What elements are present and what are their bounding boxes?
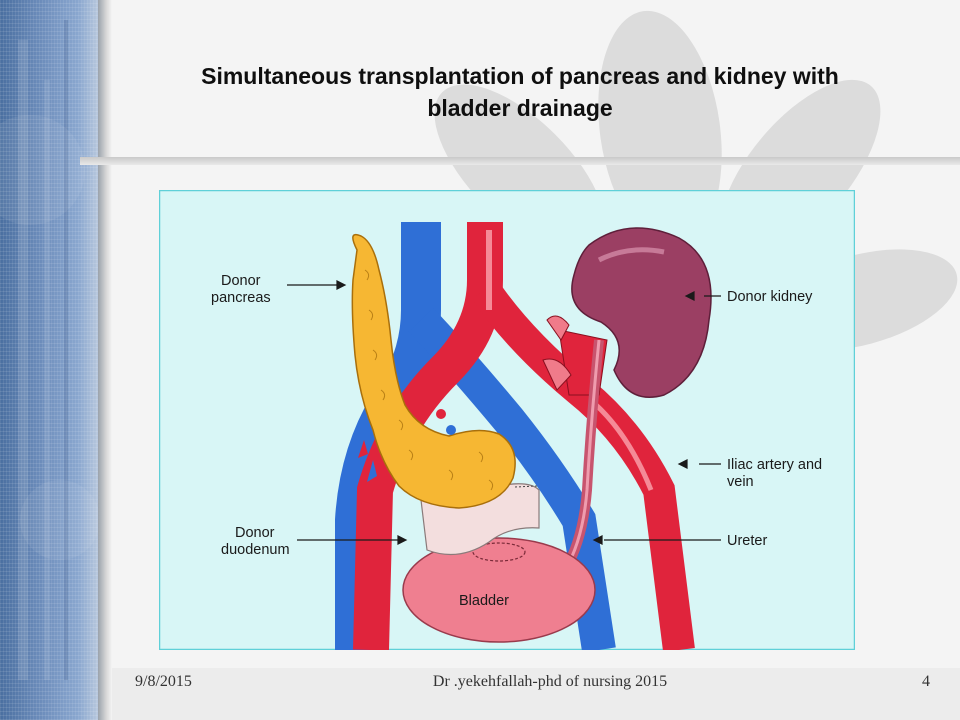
slide-title-line-2: bladder drainage [427, 95, 613, 121]
slide-title: Simultaneous transplantation of pancreas… [100, 60, 940, 124]
side-band-shadow [98, 0, 112, 720]
decorative-side-band [0, 0, 98, 720]
footer-bar [112, 668, 960, 720]
pancreas-vessel-stumps [358, 409, 456, 482]
transplant-illustration: Donor pancreas Donor kidney Iliac artery… [159, 190, 855, 650]
donor-kidney [571, 227, 712, 398]
title-divider [80, 157, 960, 165]
bladder-anastomosis [472, 542, 526, 562]
label-bladder: Bladder [459, 593, 509, 609]
side-band-pattern [0, 20, 98, 680]
label-arrows [287, 280, 721, 545]
label-ureter: Ureter [727, 533, 767, 549]
label-iliac-2: vein [727, 474, 754, 490]
label-iliac-1: Iliac artery and [727, 457, 822, 473]
slide-title-line-1: Simultaneous transplantation of pancreas… [201, 63, 839, 89]
pancreas-texture [364, 269, 494, 491]
footer-author: Dr .yekehfallah-phd of nursing 2015 [432, 673, 668, 690]
label-donor-duodenum-1: Donor [235, 525, 275, 541]
bladder [402, 537, 596, 643]
label-donor-kidney: Donor kidney [727, 289, 813, 305]
donor-pancreas [351, 233, 516, 509]
label-donor-duodenum-2: duodenum [221, 542, 290, 558]
footer-page-number: 4 [922, 673, 930, 690]
label-donor-pancreas-1: Donor [221, 273, 261, 289]
footer-date: 9/8/2015 [135, 673, 192, 690]
kidney-highlight [597, 247, 665, 263]
label-donor-pancreas-2: pancreas [211, 290, 271, 306]
